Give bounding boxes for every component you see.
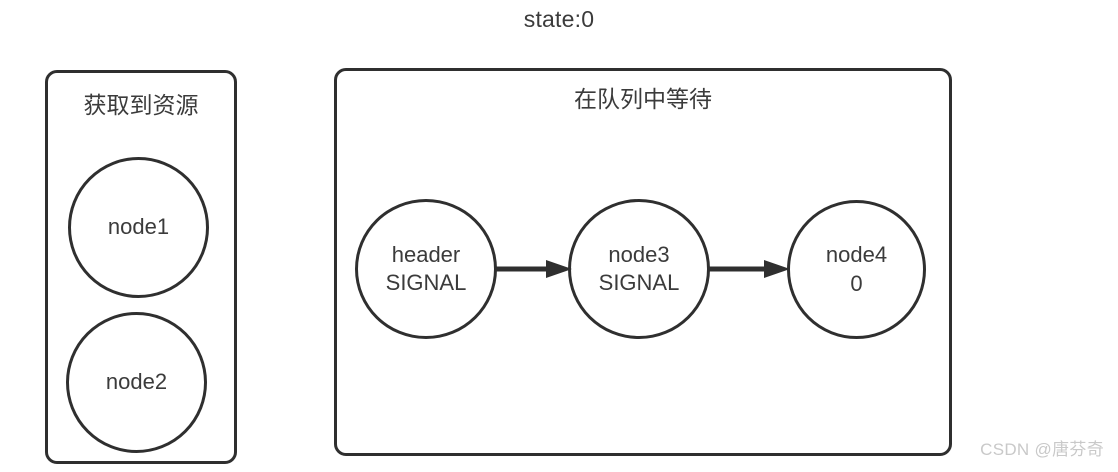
node-header: header SIGNAL xyxy=(355,199,497,339)
node-node4: node4 0 xyxy=(787,200,926,339)
arrow-header-to-node3 xyxy=(494,259,572,279)
node-node4-line2: 0 xyxy=(850,270,863,296)
node-node2-line1: node2 xyxy=(105,369,168,395)
node-node1-line1: node1 xyxy=(107,214,170,240)
node-node2: node2 xyxy=(66,312,207,453)
node-node1: node1 xyxy=(68,157,209,298)
page-title: state:0 xyxy=(523,6,595,32)
node-header-line1: header xyxy=(391,241,461,267)
arrow-node3-to-node4 xyxy=(708,259,790,279)
node-header-line2: SIGNAL xyxy=(385,270,467,295)
group-label-acquired: 获取到资源 xyxy=(83,92,199,118)
watermark: CSDN @唐芬奇 xyxy=(980,440,1104,459)
node-node4-line1: node4 xyxy=(825,242,888,268)
node-node3-line2: SIGNAL xyxy=(598,270,680,295)
group-label-waiting: 在队列中等待 xyxy=(574,86,712,112)
node-node3-line1: node3 xyxy=(608,241,670,267)
node-node3: node3 SIGNAL xyxy=(568,199,710,339)
